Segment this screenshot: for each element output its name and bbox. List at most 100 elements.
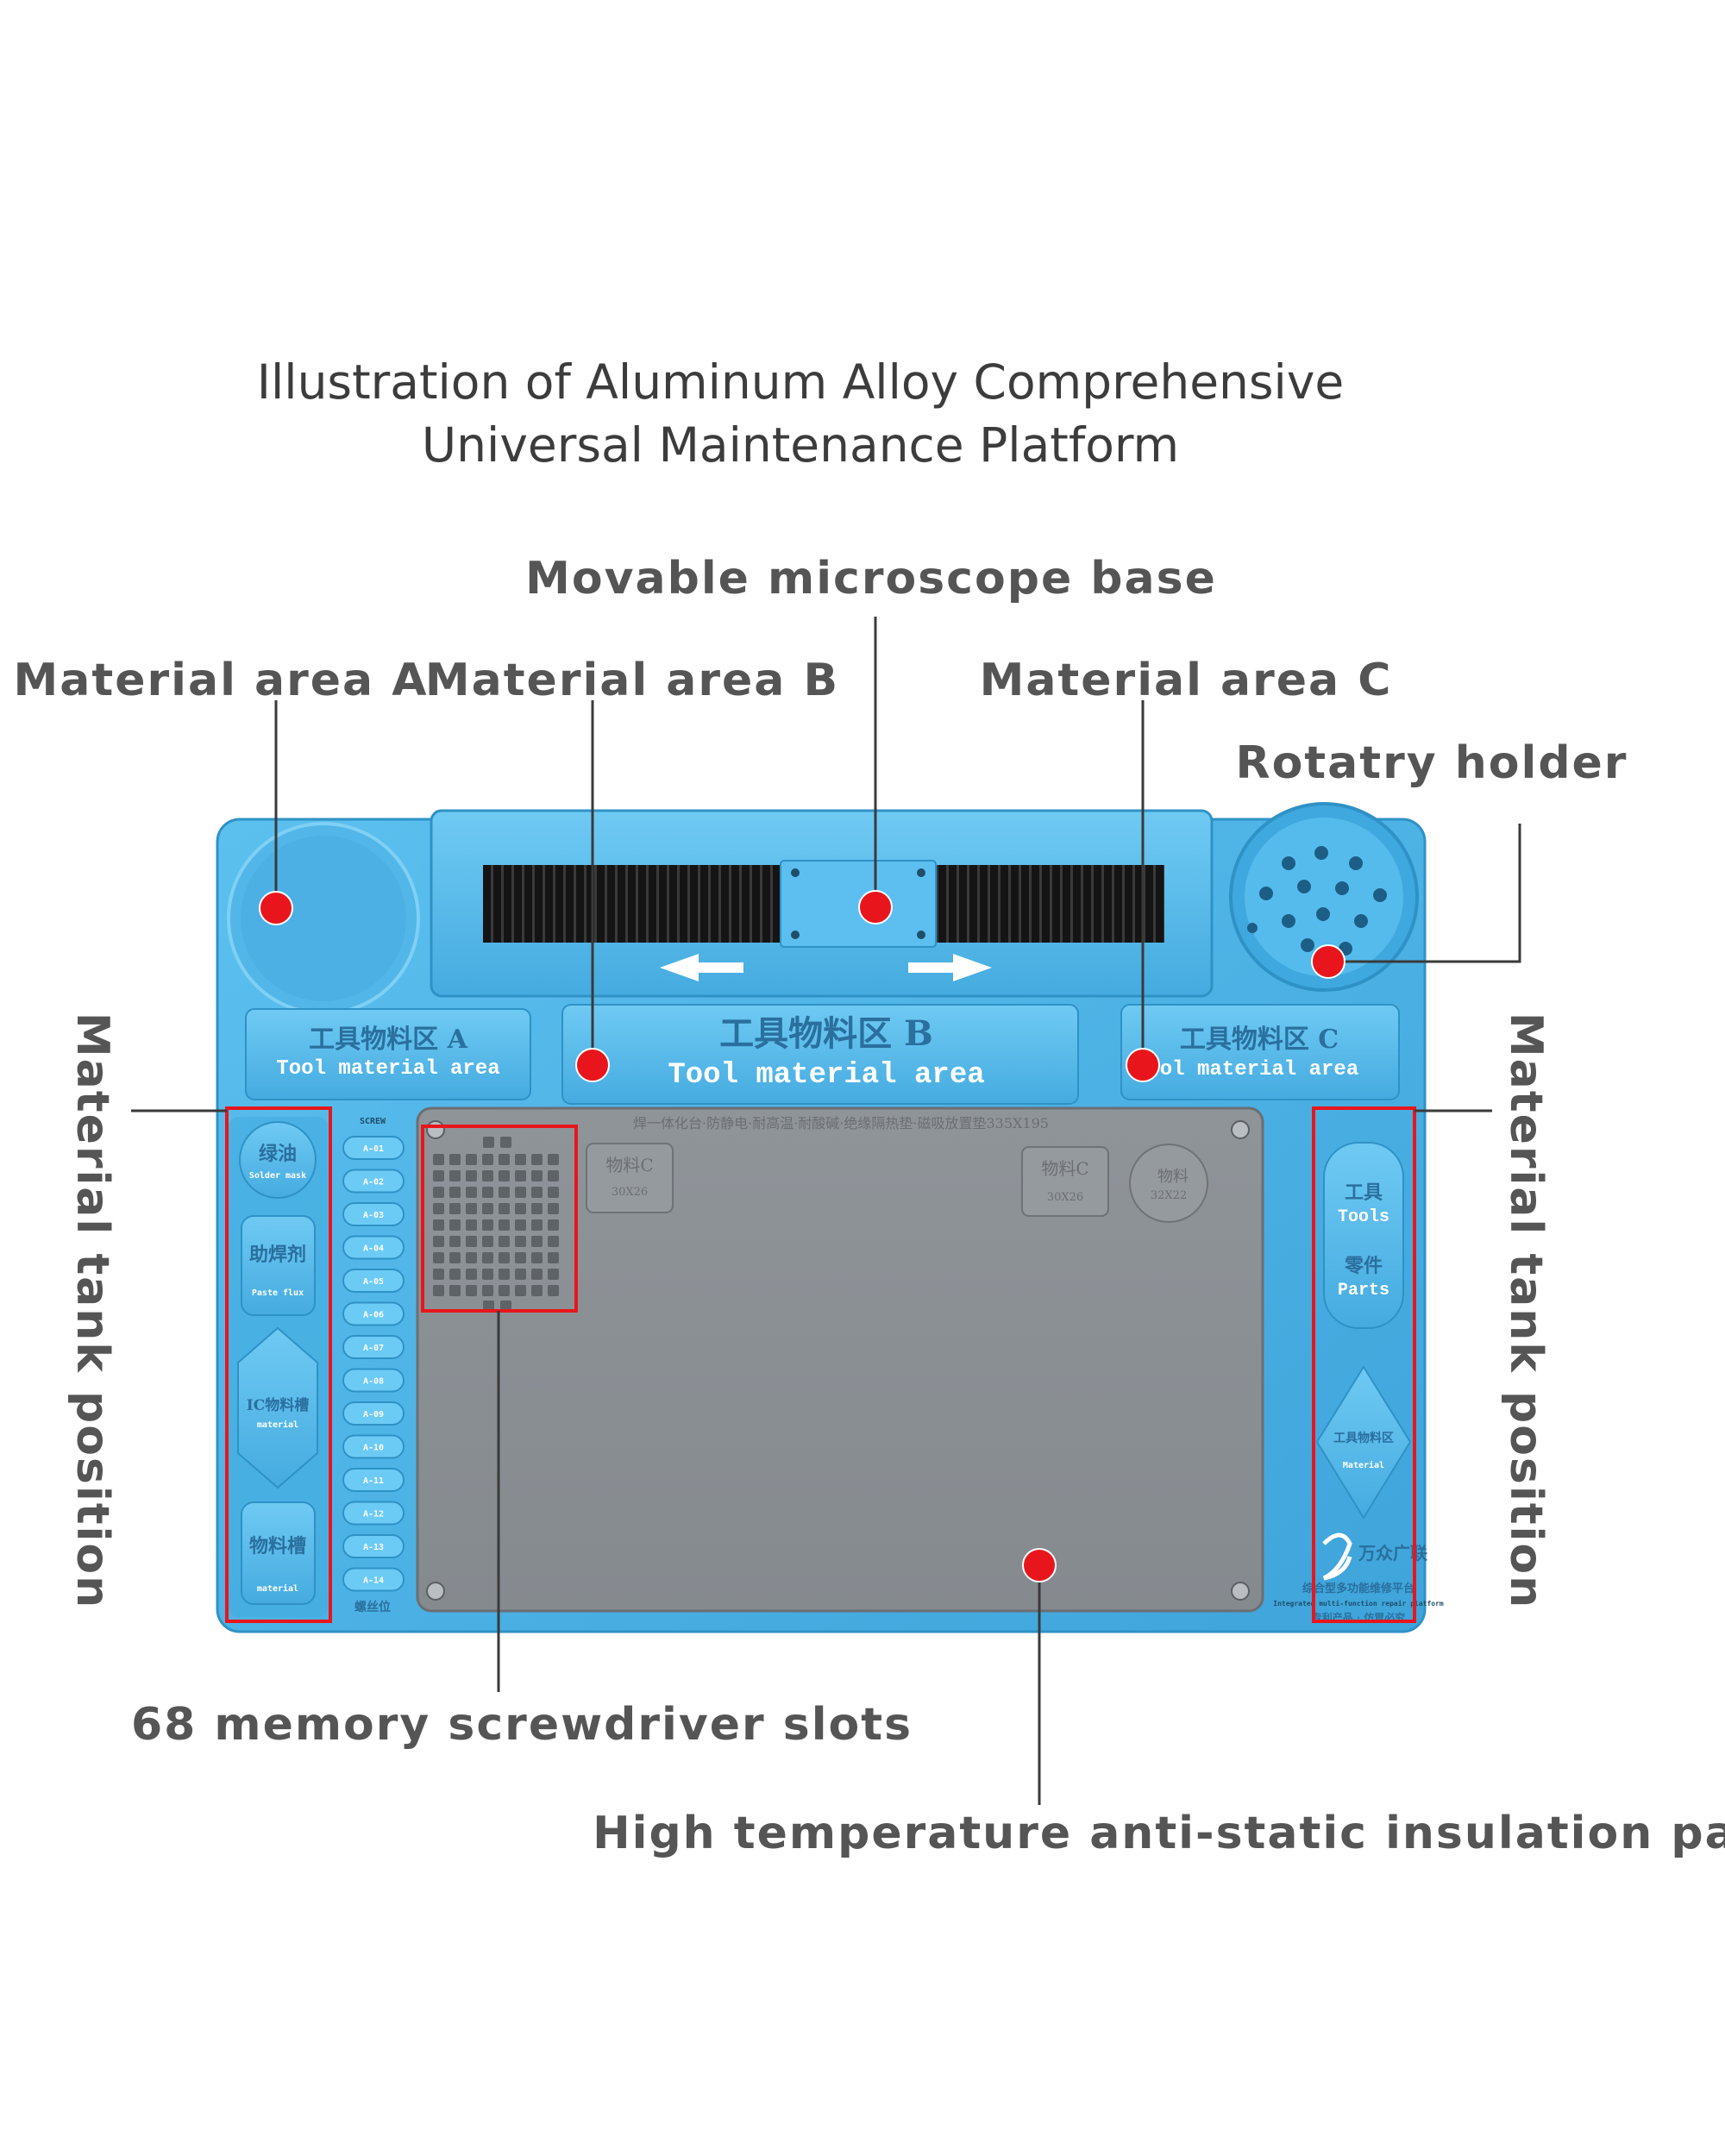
pad-header: 焊一体化台·防静电·耐高温·耐酸碱·绝缘隔热垫·磁吸放置垫335X195 [633, 1115, 1049, 1131]
label-tank-right: Material tank position [1500, 1012, 1552, 1609]
screwdriver-slot [531, 1252, 543, 1263]
right-tank-1-en2: Parts [1338, 1281, 1389, 1300]
screwdriver-slot [433, 1285, 444, 1296]
screwdriver-slot [548, 1170, 559, 1181]
screwdriver-slot [482, 1187, 493, 1198]
right-tank-1-cn2: 零件 [1344, 1255, 1383, 1277]
screw-slot: A-02 [342, 1169, 405, 1194]
screwdriver-slot [482, 1219, 493, 1231]
screwdriver-slot [466, 1219, 477, 1231]
screwdriver-slot [515, 1269, 526, 1280]
screwdriver-slot [515, 1252, 526, 1263]
right-tank-1-cn1: 工具 [1345, 1181, 1383, 1204]
left-tank-ic-material: IC物料槽 material [237, 1326, 318, 1489]
pad-item-3-label: 物料 [1157, 1168, 1189, 1186]
leader-lines [131, 617, 1521, 1805]
screwdriver-slot [433, 1269, 444, 1280]
screw-slot-label: A-06 [363, 1311, 384, 1320]
screwdriver-slot [466, 1154, 477, 1165]
screwdriver-slot [466, 1187, 477, 1198]
screwdriver-slot [466, 1236, 477, 1247]
screwdriver-slot [466, 1269, 477, 1280]
screw-slot: A-07 [342, 1335, 405, 1359]
screwdriver-slot [548, 1285, 559, 1296]
screw-slot-label: A-14 [363, 1576, 384, 1586]
rotary-holder[interactable] [1229, 802, 1419, 992]
screwdriver-slot [499, 1236, 510, 1247]
screwdriver-slot [449, 1252, 461, 1263]
screw-slot-label: A-03 [363, 1211, 384, 1220]
screwdriver-slot [449, 1203, 461, 1214]
screwdriver-slot [548, 1187, 559, 1198]
screwdriver-slot-grid [433, 1137, 559, 1312]
pad-item-2-label: 物料C [1041, 1158, 1088, 1179]
screw-slot-label: A-11 [363, 1476, 384, 1486]
screw-slot: A-03 [342, 1202, 405, 1226]
left-tank-3-cn: IC物料槽 [247, 1396, 309, 1414]
screwdriver-slot [483, 1300, 494, 1312]
tool-area-b-cn: 工具物料区 B [719, 1013, 933, 1054]
label-material-area-c: Material area C [980, 655, 1393, 706]
screw-slot: A-01 [342, 1136, 405, 1160]
screwdriver-slot [449, 1154, 461, 1165]
tool-area-c-cn: 工具物料区 C [1180, 1025, 1339, 1055]
brand-line-1: 综合型多功能维修平台 [1302, 1582, 1414, 1595]
label-tank-left: Material tank position [66, 1012, 118, 1609]
pad-screw-icon [1231, 1582, 1250, 1601]
screw-slot-label: A-13 [363, 1543, 384, 1552]
screwdriver-slot [466, 1170, 477, 1181]
screwdriver-slot [531, 1203, 543, 1214]
screw-slot-label: A-09 [363, 1410, 384, 1420]
label-rotary-holder: Rotatry holder [1236, 737, 1628, 789]
screwdriver-slot [531, 1269, 543, 1280]
pad-screw-icon [426, 1120, 445, 1139]
screwdriver-slot [433, 1187, 444, 1198]
pad-item-1: 物料C 30X26 [586, 1143, 674, 1213]
right-tank-column: 工具 Tools 零件 Parts 工具物料区 Material 万众广联 综合… [1273, 1142, 1444, 1624]
tool-area-c: 工具物料区 C ol material area [1120, 1004, 1400, 1100]
screwdriver-slot [548, 1236, 559, 1247]
screw-slot-label: A-02 [363, 1178, 384, 1188]
screw-slot-label: A-10 [363, 1444, 384, 1453]
screw-slot: A-11 [342, 1468, 405, 1492]
left-tank-4-cn: 物料槽 [249, 1535, 306, 1557]
tool-area-b-en: Tool material area [668, 1059, 984, 1092]
left-tank-3-en: material [257, 1420, 298, 1430]
screwdriver-slot [466, 1203, 477, 1214]
marker-material-area-b [575, 1048, 610, 1082]
marker-rotary-holder [1311, 944, 1346, 979]
screwdriver-slot [548, 1269, 559, 1280]
maintenance-board: 工具物料区 A Tool material area 工具物料区 B Tool … [216, 802, 1444, 1633]
pad-screw-icon [1231, 1120, 1250, 1139]
screw-slot-label: A-12 [363, 1510, 384, 1520]
microscope-slider[interactable] [780, 860, 937, 948]
left-tank-2-en: Paste flux [252, 1288, 304, 1298]
screwdriver-slot [482, 1154, 493, 1165]
screwdriver-slot [482, 1269, 493, 1280]
screw-slot-label: A-08 [363, 1377, 384, 1387]
pad-screw-icon [426, 1582, 445, 1601]
screw-slot: A-04 [342, 1235, 405, 1260]
screwdriver-slot [548, 1219, 559, 1231]
screwdriver-slot [482, 1236, 493, 1247]
screw-slot-column: SCREW 螺丝位 A-01A-02A-03A-04A-05A-06A-07A-… [342, 1117, 405, 1614]
right-tank-material: 工具物料区 Material [1315, 1365, 1412, 1520]
pad-item-2: 物料C 30X26 [1021, 1146, 1109, 1217]
screwdriver-slot [482, 1252, 493, 1263]
microscope-rail [430, 809, 1214, 998]
insulation-pad: 焊一体化台·防静电·耐高温·耐酸碱·绝缘隔热垫·磁吸放置垫335X195 物料C… [416, 1106, 1264, 1613]
right-tank-highlight-box [1312, 1106, 1416, 1623]
marker-microscope-base [858, 890, 893, 924]
screwdriver-slot [449, 1170, 461, 1181]
screwdriver-slot [515, 1219, 526, 1231]
label-microscope-base: Movable microscope base [525, 553, 1217, 605]
screwdriver-slot [449, 1219, 461, 1231]
tool-area-c-en: ol material area [1160, 1058, 1358, 1081]
screwdriver-slot [500, 1137, 511, 1148]
pad-item-2-size: 30X26 [1047, 1191, 1083, 1204]
screwdriver-slot [482, 1203, 493, 1214]
screwdriver-slot [531, 1219, 543, 1231]
screwdriver-slot [515, 1170, 526, 1181]
left-tank-material: 物料槽 material [241, 1501, 316, 1605]
